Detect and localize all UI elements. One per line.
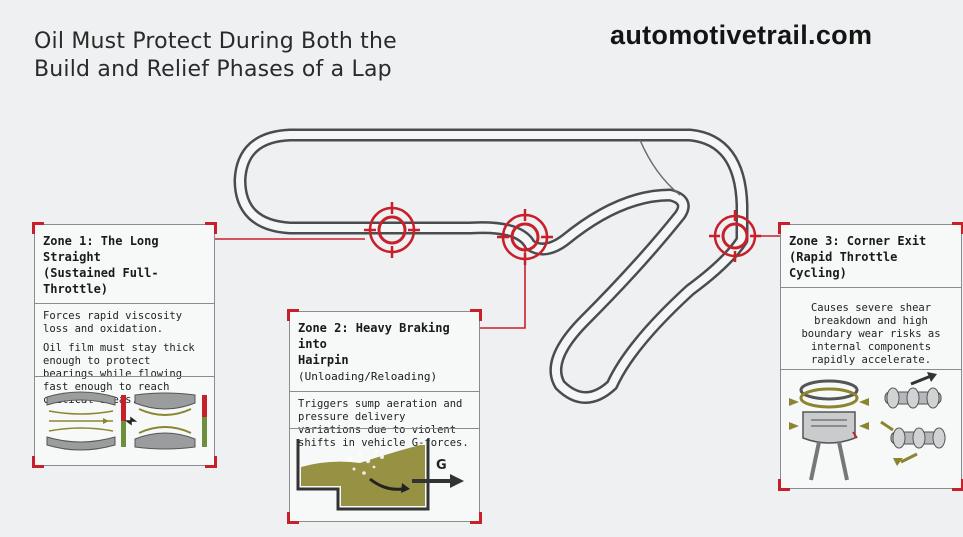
brand-watermark: automotivetrail.com: [610, 20, 873, 50]
zone-2-description: Triggers sump aeration and pressure deli…: [298, 398, 469, 449]
zone-1-marker: [364, 202, 420, 258]
g-force-label: G: [436, 458, 447, 473]
bearing-film-illustration: [35, 376, 214, 465]
zone-3-description: Causes severe shear breakdown and high b…: [801, 302, 941, 366]
title-line-2: Build and Relief Phases of a Lap: [34, 57, 392, 82]
slosh-arrow-icon: [369, 477, 403, 491]
aeration-bubbles-icon: [348, 447, 392, 475]
bearing-gap-icon-right: [134, 392, 196, 450]
bearing-gap-icon-left: [46, 391, 116, 451]
zone-1-panel: Zone 1: The Long Straight (Sustained Ful…: [32, 222, 217, 468]
camshaft-icon-bottom: [880, 420, 946, 466]
title-line-1: Oil Must Protect During Both the: [34, 29, 397, 54]
camshaft-icon-top: [884, 372, 942, 409]
zone-1-heading: Zone 1: The Long Straight (Sustained Ful…: [35, 225, 214, 304]
connector-zone-2: [480, 245, 526, 329]
page-title: Oil Must Protect During Both the Build a…: [34, 28, 397, 84]
oil-sump-illustration: G: [290, 428, 479, 521]
zone-2-marker: [497, 209, 553, 265]
sump-pan-icon: [296, 439, 430, 511]
zone-2-panel: Zone 2: Heavy Braking into Hairpin (Unlo…: [287, 309, 482, 524]
zone-3-heading: Zone 3: Corner Exit (Rapid Throttle Cycl…: [781, 225, 961, 288]
zone-3-marker: [709, 210, 761, 262]
pit-lane: [639, 139, 681, 196]
zone-2-heading: Zone 2: Heavy Braking into Hairpin (Unlo…: [290, 312, 479, 392]
piston-icon: [802, 411, 856, 481]
engine-components-illustration: [781, 369, 961, 488]
zone-3-panel: Zone 3: Corner Exit (Rapid Throttle Cycl…: [778, 222, 963, 491]
piston-rings-icon: [799, 379, 859, 409]
